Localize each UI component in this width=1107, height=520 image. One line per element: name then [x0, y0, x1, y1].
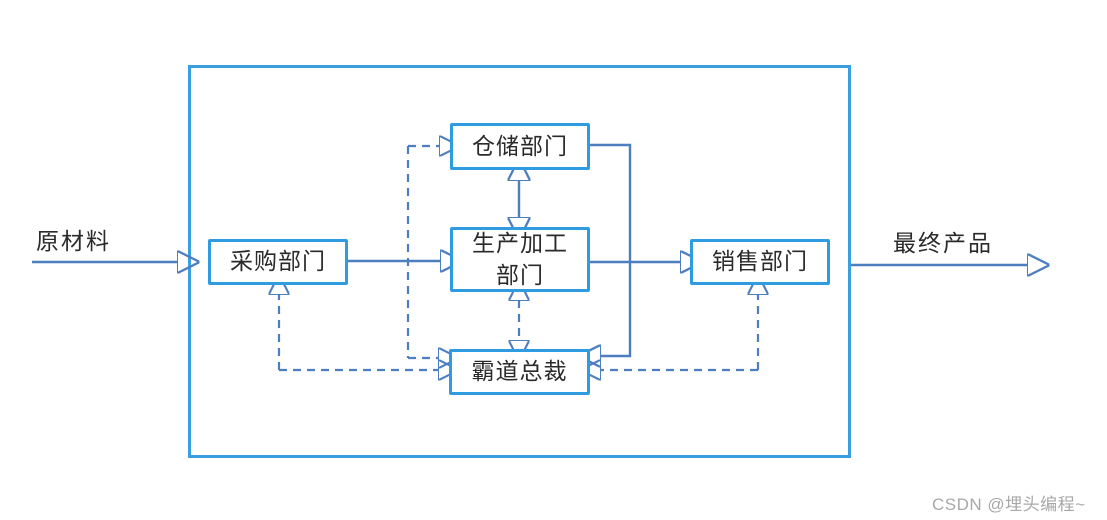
- node-purchasing-department: 采购部门: [208, 239, 348, 285]
- node-sales-department: 销售部门: [690, 239, 830, 285]
- node-production-department: 生产加工 部门: [450, 227, 590, 292]
- node-ceo: 霸道总裁: [449, 349, 590, 395]
- label-raw-materials: 原材料: [36, 229, 111, 254]
- csdn-watermark: CSDN @埋头编程~: [932, 495, 1086, 514]
- label-final-product: 最终产品: [893, 231, 993, 256]
- node-warehouse-department: 仓储部门: [450, 123, 590, 170]
